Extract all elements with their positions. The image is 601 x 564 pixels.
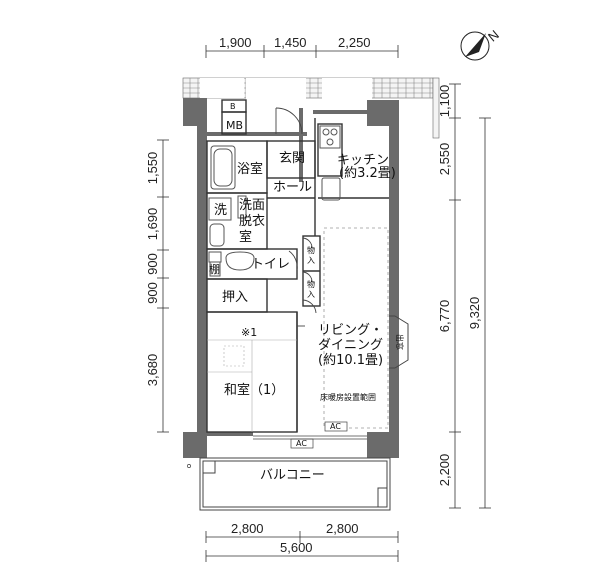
bay-window (394, 315, 409, 369)
tatami-lines (207, 339, 297, 432)
label-hall: ホール (273, 180, 312, 195)
label-balcony: バルコニー (260, 468, 325, 483)
label-entrance: 玄関 (279, 151, 305, 166)
dim-bottom-total: 5,600 (280, 540, 313, 555)
label-shelf: 棚 (209, 262, 220, 276)
entrance-porch (182, 77, 440, 139)
bathtub-icon (210, 145, 236, 190)
dim-right-1: 1,100 (437, 85, 452, 118)
dim-bottom-1: 2,800 (231, 521, 264, 536)
dim-right-2: 2,550 (437, 143, 452, 176)
label-storage-2a: 物 (307, 279, 315, 289)
label-bay-window: 出窓 (395, 334, 405, 350)
floor-heating-range (323, 227, 389, 429)
doors (275, 107, 317, 327)
label-washroom-1: 洗面 (239, 198, 265, 213)
label-kitchen-area: (約3.2畳) (339, 166, 396, 181)
dim-bottom-2: 2,800 (326, 521, 359, 536)
dim-left-5: 3,680 (145, 354, 160, 387)
label-living-2: ダイニング (318, 338, 383, 353)
washbasin-icon (208, 195, 247, 247)
label-living-1: リビング・ (318, 323, 383, 338)
compass-north-label: N (485, 27, 502, 45)
walls (183, 98, 399, 458)
label-wash-mark: 洗 (214, 203, 227, 218)
dim-left-3: 900 (145, 253, 160, 275)
toilet-icon (208, 251, 255, 277)
dim-top-3: 2,250 (338, 35, 371, 50)
label-kitchen: キッチン (337, 153, 389, 168)
dim-right-3: 6,770 (437, 300, 452, 333)
dim-left-1: 1,550 (145, 152, 160, 185)
stove-icon (319, 125, 341, 201)
label-floor-heating: 床暖房設置範囲 (320, 392, 376, 402)
label-living-area: (約10.1畳) (318, 353, 383, 368)
label-japanese-room: 和室（1） (224, 382, 284, 398)
compass: N (460, 27, 502, 61)
balcony-outline (199, 457, 391, 511)
label-storage-2b: 入 (307, 290, 315, 299)
sliding-doors (253, 435, 367, 440)
dim-top-1: 1,900 (219, 35, 252, 50)
left-dimension-labels: 1,550 1,690 900 900 3,680 (145, 152, 160, 387)
label-ac-left: AC (296, 439, 307, 448)
dim-top-2: 1,450 (274, 35, 307, 50)
label-storage-1b: 入 (307, 256, 315, 265)
dim-right-4: 2,200 (437, 454, 452, 487)
label-ac-right: AC (330, 422, 341, 431)
right-dimension-labels: 1,100 2,550 6,770 2,200 9,320 (437, 85, 482, 487)
ac-unit-right (324, 421, 348, 432)
label-toilet: トイレ (251, 257, 290, 272)
label-washroom-3: 室 (239, 229, 252, 245)
label-bath: 浴室 (237, 161, 263, 177)
label-storage-1a: 物 (307, 245, 315, 255)
dim-left-4: 900 (145, 282, 160, 304)
dim-left-2: 1,690 (145, 208, 160, 241)
dimension-lines (157, 45, 491, 562)
label-closet: 押入 (222, 290, 248, 305)
label-note: ※1 (241, 326, 257, 339)
label-mb: MB (226, 119, 243, 132)
label-b: B (230, 102, 236, 111)
label-washroom-2: 脱衣 (239, 213, 265, 229)
dim-right-total: 9,320 (467, 297, 482, 330)
